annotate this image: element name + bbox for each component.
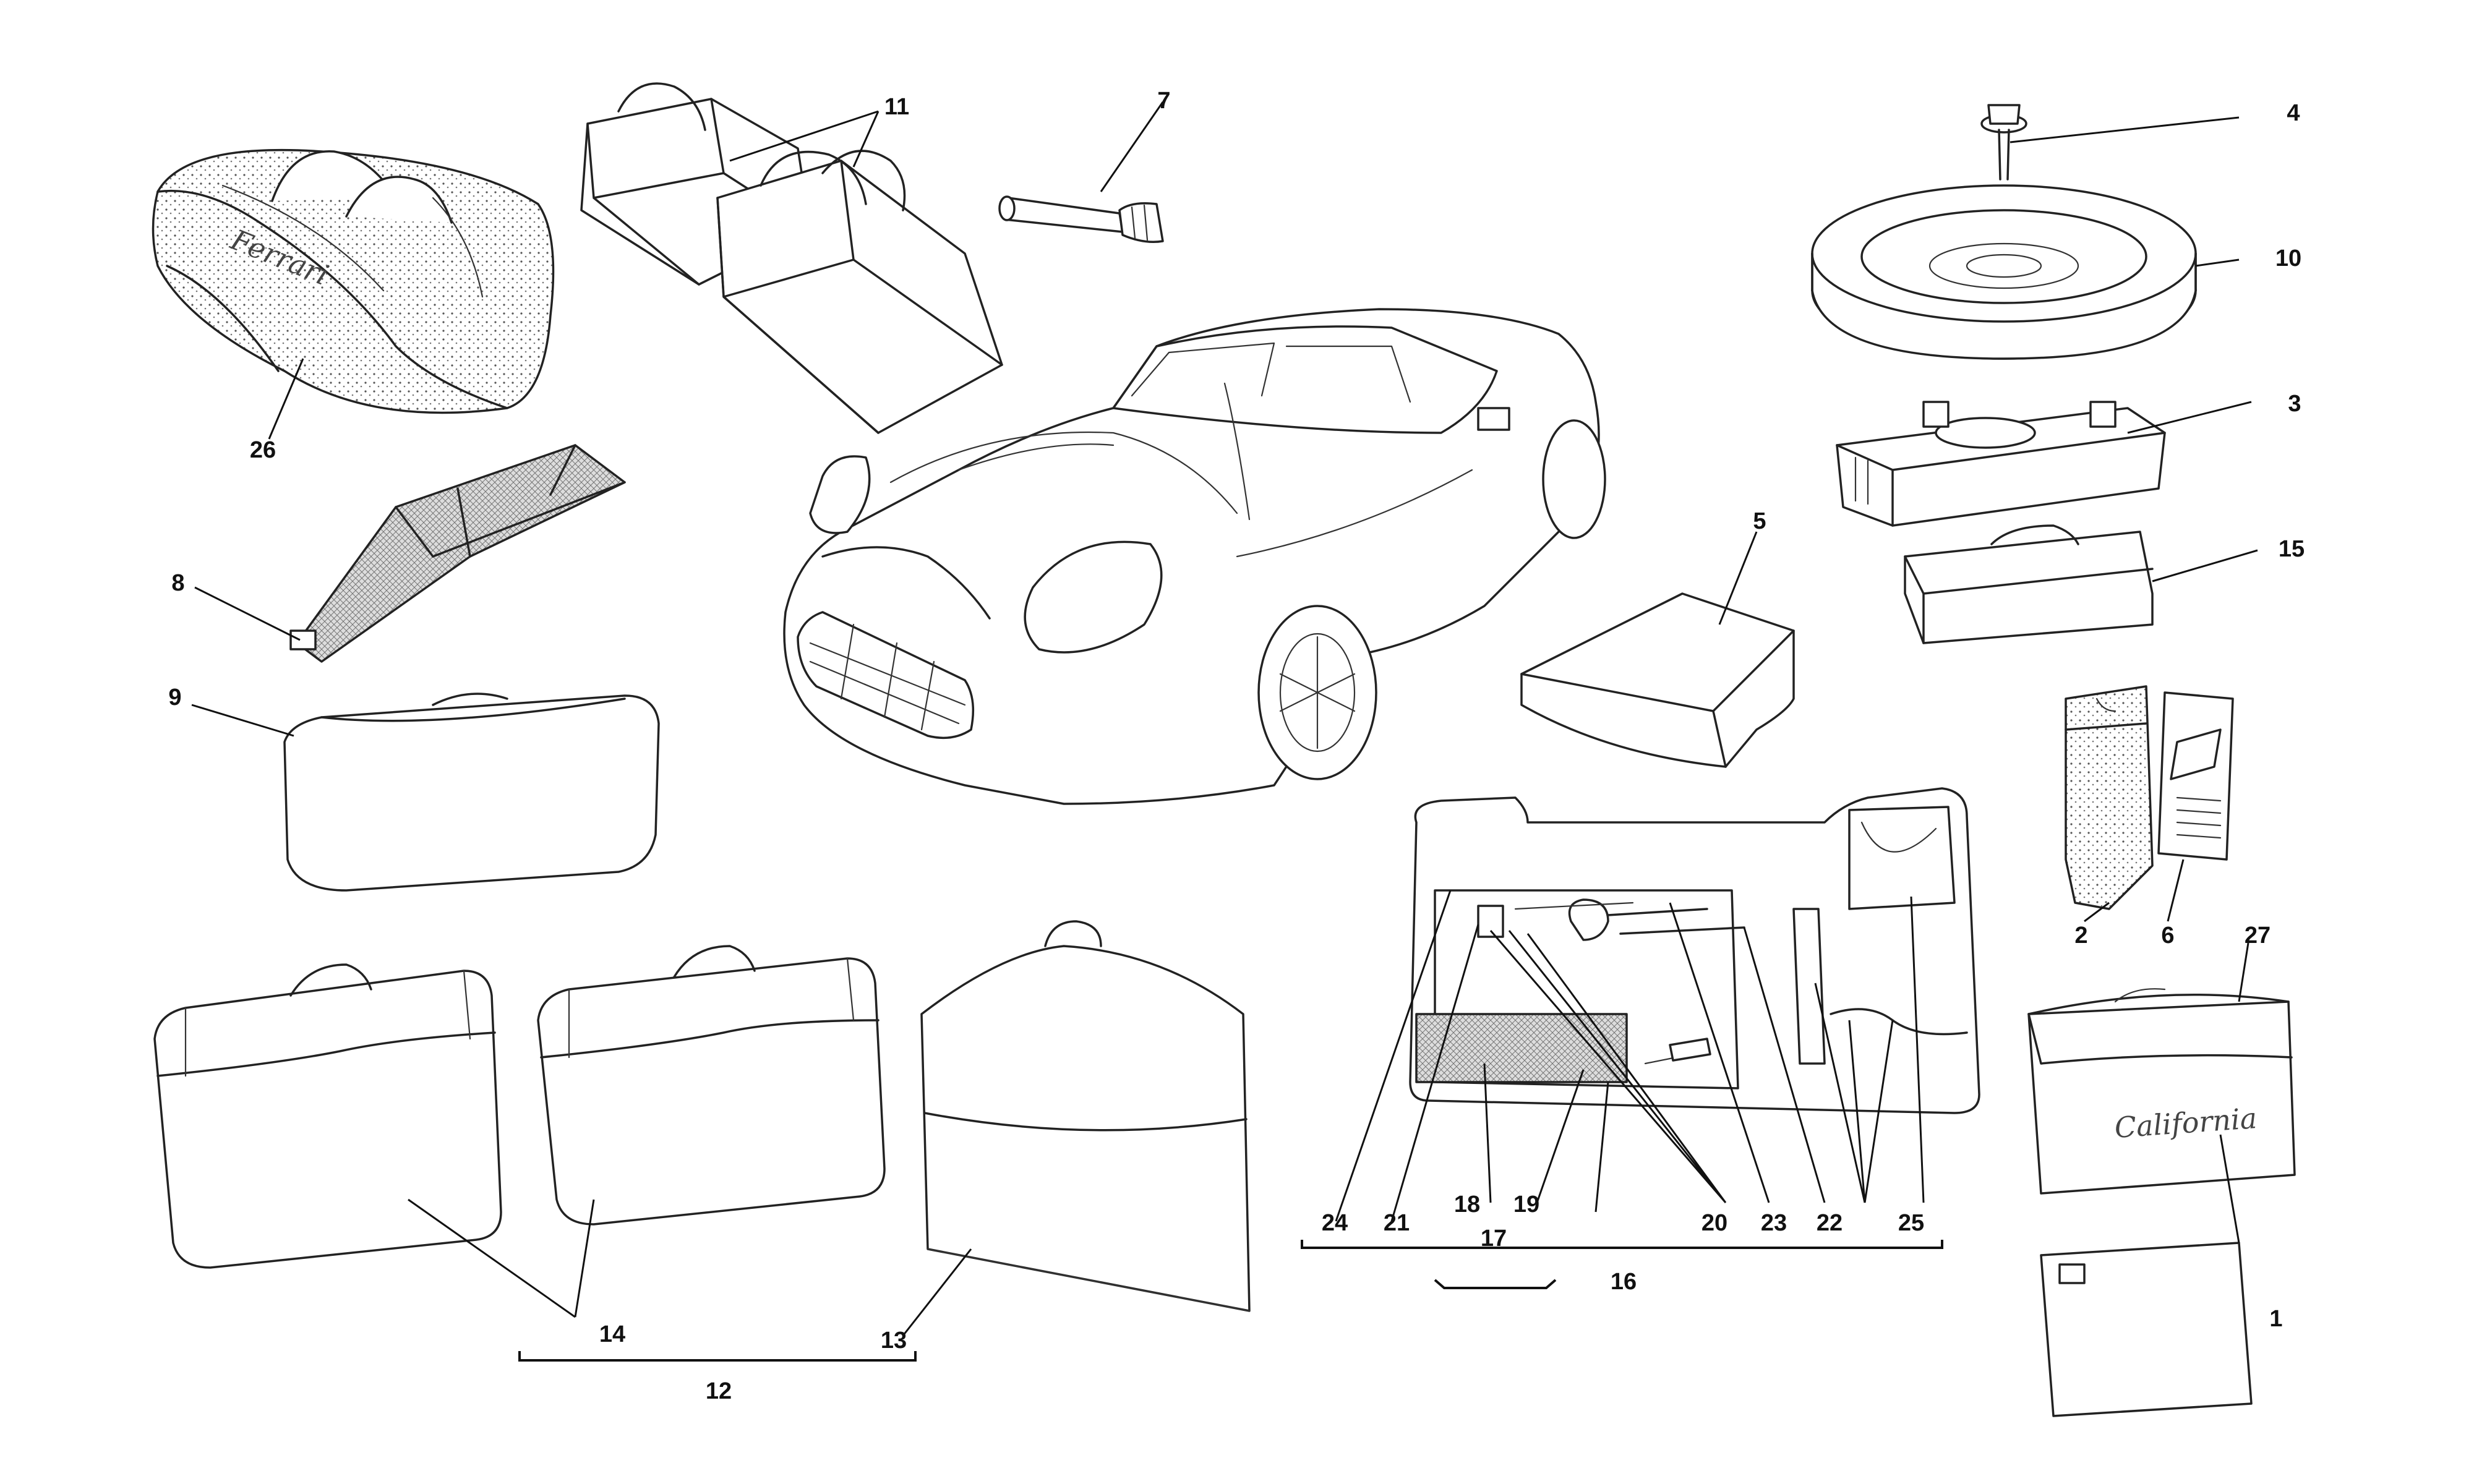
wheel-bolt-illustration [1980, 104, 2027, 181]
callout-7: 7 [1157, 88, 1170, 114]
car-cover-bag-illustration: Ferrari [152, 148, 555, 414]
callout-21: 21 [1384, 1210, 1410, 1236]
callout-15: 15 [2279, 536, 2305, 562]
car-jack-illustration [1836, 401, 2166, 527]
document-pouch-illustration [1520, 592, 1795, 768]
leader-lines [191, 101, 2258, 1336]
callout-12: 12 [706, 1378, 732, 1404]
trunk-tool-tray-illustration [1409, 787, 1980, 1114]
brace-group-17 [1434, 1279, 1557, 1289]
callout-16: 16 [1611, 1269, 1637, 1295]
brace-group-12 [518, 1351, 917, 1362]
callout-9: 9 [168, 684, 181, 710]
callout-20: 20 [1701, 1210, 1727, 1236]
callout-18: 18 [1454, 1192, 1480, 1217]
suitcase-left-illustration [153, 963, 502, 1269]
callout-27: 27 [2245, 923, 2271, 949]
fitted-bags-illustration [580, 82, 1003, 434]
spare-wheel-illustration [1811, 184, 2197, 360]
wind-deflector-illustration [289, 444, 626, 663]
callout-5: 5 [1753, 508, 1766, 534]
suitcase-right-illustration [537, 945, 886, 1226]
callout-10: 10 [2275, 245, 2301, 271]
callout-2: 2 [2074, 923, 2087, 949]
callout-3: 3 [2288, 391, 2301, 417]
brace-group-16 [1301, 1240, 1943, 1249]
owners-manual-illustration [2040, 1242, 2253, 1417]
callout-23: 23 [1761, 1210, 1787, 1236]
soft-case-illustration [283, 693, 660, 892]
callout-8: 8 [171, 570, 184, 596]
callout-17: 17 [1481, 1226, 1507, 1252]
document-case-illustration: California [2027, 988, 2296, 1195]
callout-numbers: 1 2 3 4 5 6 7 8 9 10 11 12 13 14 15 16 1… [168, 88, 2305, 1404]
callout-14: 14 [599, 1321, 625, 1347]
callout-6: 6 [2161, 923, 2174, 949]
callout-19: 19 [1513, 1192, 1539, 1217]
tool-bag-illustration [1904, 524, 2154, 644]
callout-11: 11 [884, 94, 909, 120]
callout-22: 22 [1817, 1210, 1843, 1236]
key-card-illustration [2157, 691, 2234, 861]
callout-13: 13 [881, 1328, 907, 1354]
manual-pouch-illustration [2065, 685, 2154, 910]
callout-4: 4 [2287, 100, 2300, 126]
ferrari-california-car-illustration [783, 308, 1606, 805]
callout-1: 1 [2269, 1306, 2282, 1332]
callout-25: 25 [1898, 1210, 1924, 1236]
callout-26: 26 [250, 437, 276, 463]
garment-bag-illustration [920, 920, 1251, 1312]
callout-24: 24 [1322, 1210, 1348, 1236]
flashlight-illustration [998, 195, 1164, 243]
